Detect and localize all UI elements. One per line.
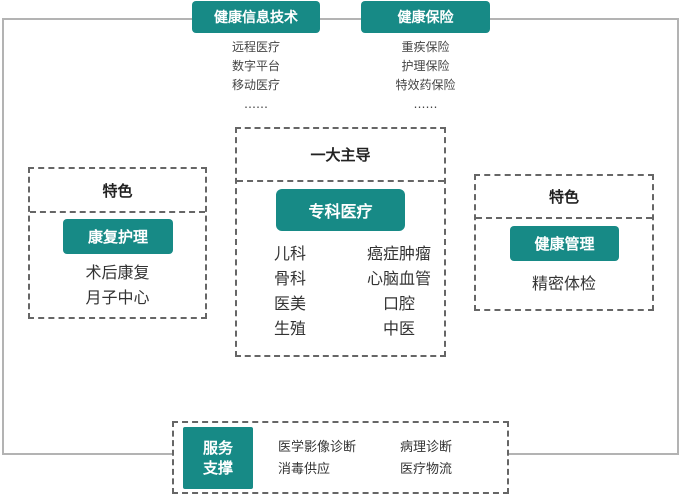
list-item: 生殖: [274, 319, 307, 338]
list-item: ……: [244, 97, 268, 111]
main-box: 一大主导: [235, 127, 446, 357]
list-item: 医疗物流: [400, 462, 453, 477]
health-management-list: 精密体检: [474, 271, 654, 296]
list-item: 医美: [274, 294, 307, 313]
rehab-care-list: 术后康复 月子中心: [28, 260, 207, 310]
list-item: 骨科: [274, 269, 307, 288]
list-item: 消毒供应: [278, 462, 331, 477]
list-item: 儿科: [274, 244, 307, 263]
list-item: 精密体检: [531, 274, 596, 293]
list-item: 口腔: [382, 294, 415, 313]
list-item: 心脑血管: [366, 269, 431, 288]
health-management-badge: 健康管理: [510, 226, 619, 261]
list-item: 数字平台: [231, 59, 280, 73]
service-support-col2: 病理诊断 医疗物流: [400, 437, 500, 481]
list-item: 癌症肿瘤: [366, 244, 431, 263]
right-feature-header: 特色: [476, 176, 652, 219]
list-item: 病理诊断: [400, 440, 453, 455]
list-item: 特效药保险: [395, 78, 456, 92]
list-item: 术后康复: [85, 263, 150, 282]
left-feature-header: 特色: [30, 169, 205, 213]
service-support-col1: 医学影像诊断 消毒供应: [278, 437, 388, 481]
health-insurance-badge: 健康保险: [361, 1, 490, 33]
specialty-right-list: 癌症肿瘤 心脑血管 口腔 中医: [357, 241, 441, 341]
specialty-left-list: 儿科 骨科 医美 生殖: [274, 241, 344, 341]
service-support-badge-line2: 支撑: [202, 459, 233, 477]
list-item: 医学影像诊断: [278, 440, 357, 455]
list-item: 移动医疗: [231, 78, 280, 92]
list-item: 远程医疗: [231, 40, 280, 54]
list-item: 护理保险: [401, 59, 450, 73]
list-item: 月子中心: [85, 288, 150, 307]
list-item: 中医: [382, 319, 415, 338]
list-item: 重疾保险: [401, 40, 450, 54]
service-support-badge: 服务 支撑: [183, 427, 253, 489]
health-insurance-list: 重疾保险 护理保险 特效药保险 ……: [365, 38, 486, 114]
main-box-header: 一大主导: [237, 129, 444, 182]
specialty-care-badge: 专科医疗: [276, 189, 405, 231]
list-item: ……: [413, 97, 438, 111]
health-info-tech-list: 远程医疗 数字平台 移动医疗 ……: [196, 38, 316, 114]
service-support-badge-line1: 服务: [202, 439, 233, 457]
rehab-care-badge: 康复护理: [63, 219, 173, 254]
health-info-tech-badge: 健康信息技术: [192, 1, 320, 33]
